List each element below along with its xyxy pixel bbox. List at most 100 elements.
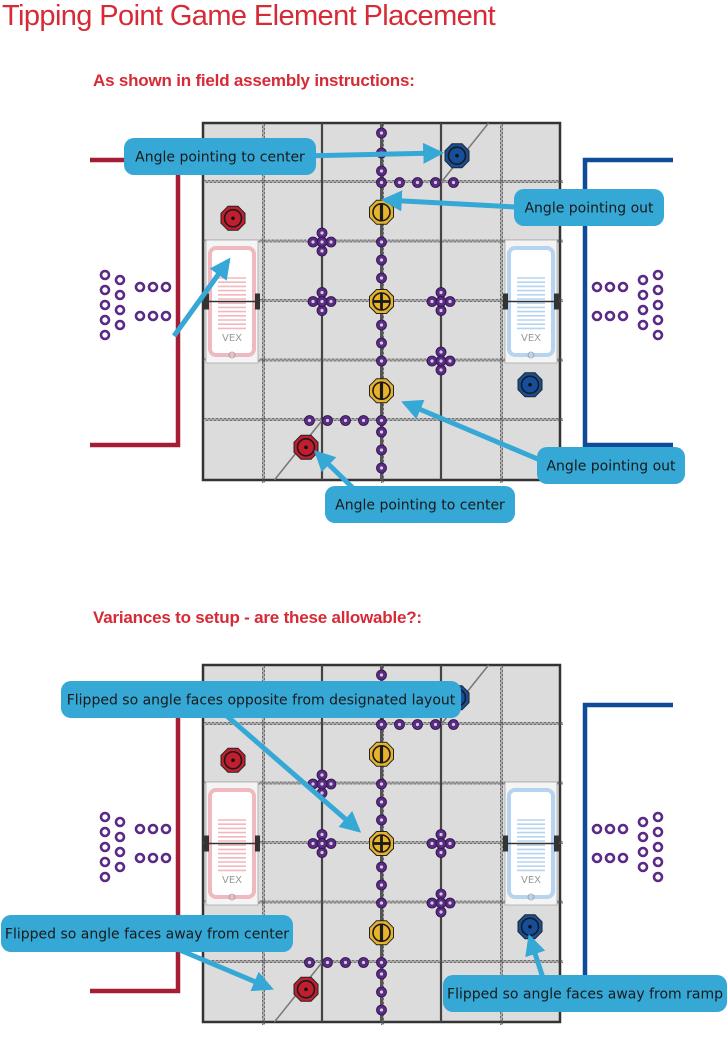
red-goal-platform — [220, 747, 246, 773]
callout-flipped-away-center-label: Flipped so angle faces away from center — [5, 927, 289, 943]
yellow-goal-bottom — [369, 920, 394, 946]
field-ring-hole — [320, 231, 324, 235]
field-ring-hole — [320, 290, 324, 295]
red-platform-hinge-left — [204, 293, 209, 310]
red-platform-logo: VEX — [222, 875, 242, 886]
red-goal-platform-center-dot — [231, 758, 235, 763]
red-goal-bottom-center-dot — [304, 445, 308, 450]
blue-platform-hole — [527, 351, 535, 359]
preload-ring — [134, 310, 146, 322]
field-ring-hole — [448, 901, 452, 905]
red-platform: VEX — [204, 239, 260, 364]
field-diagram-variances: VEX VEX — [90, 663, 673, 1025]
field-ring-hole — [430, 901, 434, 905]
preload-ring — [652, 329, 664, 341]
field-ring-hole — [379, 341, 384, 345]
blue-platform-hinge-right — [554, 835, 559, 852]
red-platform-logo: VEX — [222, 333, 242, 344]
field-ring-hole — [379, 430, 384, 434]
preload-ring — [114, 304, 126, 316]
preload-ring — [99, 871, 111, 883]
preload-ring — [604, 852, 616, 864]
yellow-goal-bottom — [369, 378, 394, 404]
field-ring-hole — [320, 850, 324, 855]
preload-ring — [652, 871, 664, 883]
field-ring-hole — [439, 841, 443, 846]
field-ring-hole — [361, 418, 366, 423]
callout-angle-to-center-top: Angle pointing to center — [124, 138, 445, 175]
callout-angle-to-center-bottom: Angle pointing to center — [313, 450, 515, 523]
yellow-goal-center-angle-mark-h — [372, 300, 391, 303]
red-platform-hole — [228, 893, 236, 901]
ring-cluster — [307, 287, 337, 316]
field-ring-hole — [379, 1008, 384, 1012]
preload-ring — [99, 314, 111, 326]
callout-angle-out-top-box — [514, 189, 664, 226]
field-ring-hole — [379, 240, 384, 244]
field-ring-hole — [379, 782, 384, 786]
callout-platform-arrow — [171, 257, 231, 338]
callout-angle-to-center-bottom-label: Angle pointing to center — [335, 498, 505, 514]
field-ring-hole — [439, 290, 443, 295]
field-ring-hole — [451, 722, 456, 727]
callout-angle-out-bottom-box — [537, 447, 685, 484]
yellow-goal-center-angle-mark-h — [372, 842, 391, 845]
field-ring-hole — [379, 990, 384, 994]
field-ring-hole — [439, 308, 443, 313]
blue-platform: VEX — [503, 781, 559, 906]
field-ring-hole — [320, 791, 324, 795]
blue-preload-rings — [591, 811, 664, 883]
preload-ring — [99, 269, 111, 281]
blue-goal-platform — [517, 914, 543, 940]
red-preload-rings — [99, 269, 172, 341]
callout-angle-out-top: Angle pointing out — [380, 189, 664, 226]
ring-cluster — [307, 769, 337, 799]
preload-ring — [147, 281, 159, 293]
preload-ring — [652, 841, 664, 853]
preload-ring — [637, 831, 649, 843]
blue-platform-hole — [527, 893, 535, 901]
field-ring-hole — [343, 418, 348, 423]
preload-ring — [160, 852, 172, 864]
callout-flipped-away-center-box — [1, 915, 293, 952]
field-ring-hole — [439, 359, 443, 363]
preload-ring — [114, 846, 126, 858]
preload-ring — [147, 823, 159, 835]
field-ring-hole — [320, 299, 324, 304]
preload-ring — [652, 826, 664, 838]
preload-ring — [652, 314, 664, 326]
blue-goal-platform-center-dot — [528, 924, 532, 929]
field-ring-hole — [379, 972, 384, 976]
ring-cluster — [426, 346, 456, 376]
callout-flipped-away-ramp-label: Flipped so angle faces away from ramp — [447, 987, 723, 1003]
field-ring-hole — [415, 180, 420, 185]
field-ring-hole — [329, 240, 333, 244]
preload-ring — [99, 826, 111, 838]
field-ring-hole — [430, 359, 434, 363]
preload-ring — [147, 852, 159, 864]
callout-flipped-away-ramp-box — [443, 975, 727, 1012]
field-ring-hole — [439, 832, 443, 837]
blue-platform: VEX — [503, 239, 559, 364]
field-ring-hole — [448, 299, 452, 304]
preload-ring — [637, 861, 649, 873]
red-goal-platform — [220, 205, 246, 231]
field-ring-hole — [379, 865, 384, 869]
field-ring-hole — [325, 418, 330, 423]
preload-ring — [637, 304, 649, 316]
field-ring-hole — [379, 673, 384, 677]
field-ring-hole — [439, 850, 443, 855]
field-ring-hole — [379, 323, 384, 327]
field-ring-hole — [415, 722, 420, 727]
yellow-goal-top — [369, 199, 394, 225]
preload-ring — [604, 281, 616, 293]
field-ring-hole — [379, 418, 384, 423]
field-ring-hole — [379, 960, 384, 965]
preload-ring — [652, 284, 664, 296]
red-platform: VEX — [204, 781, 260, 906]
field-ring-hole — [379, 359, 384, 363]
field-ring-hole — [329, 299, 333, 304]
blue-platform-logo: VEX — [521, 875, 541, 886]
preload-ring — [637, 319, 649, 331]
